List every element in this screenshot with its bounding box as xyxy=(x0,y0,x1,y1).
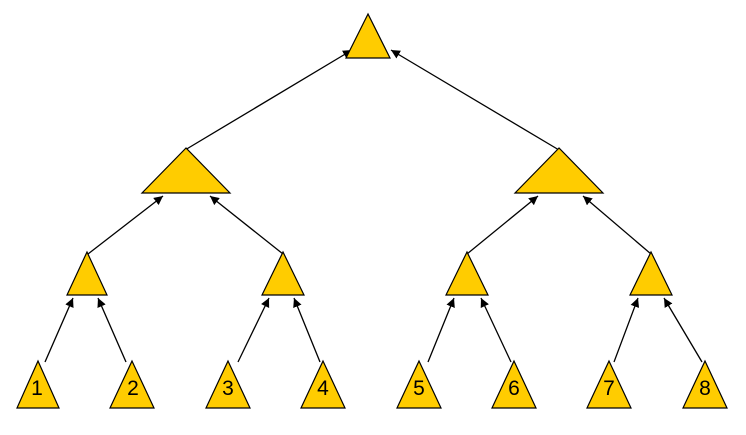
leaf-label-4: 4 xyxy=(317,377,329,400)
edge-leaf5-to-l1c xyxy=(427,297,455,363)
internal-node-l1-c xyxy=(445,250,489,296)
leaf-node-2 xyxy=(109,359,155,409)
edge-l2a-to-root xyxy=(184,49,353,151)
internal-node-l2-left xyxy=(140,147,232,194)
leaf-label-8: 8 xyxy=(699,377,711,400)
edge-l1c-to-l2b xyxy=(466,195,539,255)
leaf-node-4 xyxy=(300,359,346,409)
leaf-node-7 xyxy=(586,359,632,409)
leaf-label-5: 5 xyxy=(413,377,425,400)
edge-leaf3-to-l1b xyxy=(237,297,270,363)
edge-leaf1-to-l1a xyxy=(44,297,74,363)
leaf-node-5 xyxy=(396,359,442,409)
edges xyxy=(44,49,703,363)
edge-l1d-to-l2b xyxy=(582,195,652,255)
leaf-node-1 xyxy=(16,359,60,409)
internal-node-l2-right xyxy=(513,147,605,194)
edge-l2b-to-root xyxy=(390,49,560,151)
leaf-label-3: 3 xyxy=(222,377,234,400)
nodes xyxy=(16,12,728,409)
leaf-label-1: 1 xyxy=(31,377,43,400)
edge-leaf7-to-l1d xyxy=(613,297,640,363)
internal-node-l1-b xyxy=(261,250,305,296)
leaf-node-6 xyxy=(491,359,537,409)
leaf-labels: 1 2 3 4 5 6 7 8 xyxy=(31,377,711,400)
edge-leaf8-to-l1d xyxy=(663,297,703,363)
internal-node-l1-a xyxy=(66,250,108,296)
edge-leaf2-to-l1a xyxy=(97,297,127,363)
edge-leaf4-to-l1b xyxy=(293,297,321,363)
leaf-label-6: 6 xyxy=(508,377,520,400)
edge-l1a-to-l2a xyxy=(87,195,164,255)
edge-l1b-to-l2a xyxy=(209,195,284,255)
edge-leaf6-to-l1c xyxy=(480,297,512,363)
leaf-label-7: 7 xyxy=(603,377,615,400)
root-node-triangle xyxy=(345,12,391,59)
leaf-node-3 xyxy=(205,359,251,409)
leaf-node-8 xyxy=(682,359,728,409)
leaf-label-2: 2 xyxy=(127,377,139,400)
internal-node-l1-d xyxy=(629,250,673,296)
